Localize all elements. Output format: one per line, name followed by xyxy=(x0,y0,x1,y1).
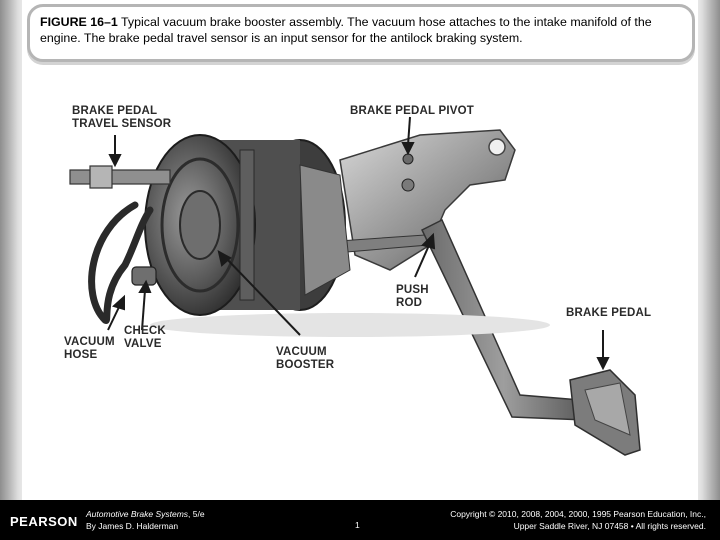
copyright-line-1: Copyright © 2010, 2008, 2004, 2000, 1995… xyxy=(450,509,706,519)
copyright-line-2: Upper Saddle River, NJ 07458 • All right… xyxy=(513,521,706,531)
figure-label: FIGURE 16–1 xyxy=(40,15,118,29)
label-brake-pedal: BRAKE PEDAL xyxy=(566,307,652,319)
brake-booster-photo xyxy=(69,116,641,456)
page-number: 1 xyxy=(355,520,360,530)
vacuum-booster-body xyxy=(144,134,351,316)
label-brake-pedal-pivot: BRAKE PEDAL PIVOT xyxy=(350,105,474,117)
label-brake-pedal-travel-sensor: BRAKE PEDAL TRAVEL SENSOR xyxy=(72,105,172,130)
travel-sensor-shaft xyxy=(69,165,171,189)
slide-frame-right xyxy=(696,0,720,500)
pearson-logo: PEARSON xyxy=(10,514,78,529)
book-edition: , 5/e xyxy=(188,509,205,519)
brake-pedal-arm xyxy=(421,218,641,456)
footer-bar: PEARSON Automotive Brake Systems, 5/e By… xyxy=(0,500,720,540)
label-push-rod: PUSH ROD xyxy=(396,284,429,309)
caption-box xyxy=(27,4,695,62)
leader-arrows xyxy=(107,116,610,371)
vacuum-hose-shape xyxy=(88,201,154,324)
label-check-valve: CHECK VALVE xyxy=(124,325,166,350)
figure-caption: FIGURE 16–1 Typical vacuum brake booster… xyxy=(40,14,680,46)
pivot-bracket xyxy=(339,129,516,271)
book-author: By James D. Halderman xyxy=(86,521,179,531)
footer-book-info: Automotive Brake Systems, 5/e By James D… xyxy=(86,508,205,532)
check-valve-shape xyxy=(131,266,157,286)
label-vacuum-hose: VACUUM HOSE xyxy=(64,336,115,361)
label-vacuum-booster: VACUUM BOOSTER xyxy=(276,346,335,371)
book-title: Automotive Brake Systems xyxy=(86,509,189,519)
caption-text: Typical vacuum brake booster assembly. T… xyxy=(40,15,652,45)
footer-copyright: Copyright © 2010, 2008, 2004, 2000, 1995… xyxy=(450,508,706,532)
